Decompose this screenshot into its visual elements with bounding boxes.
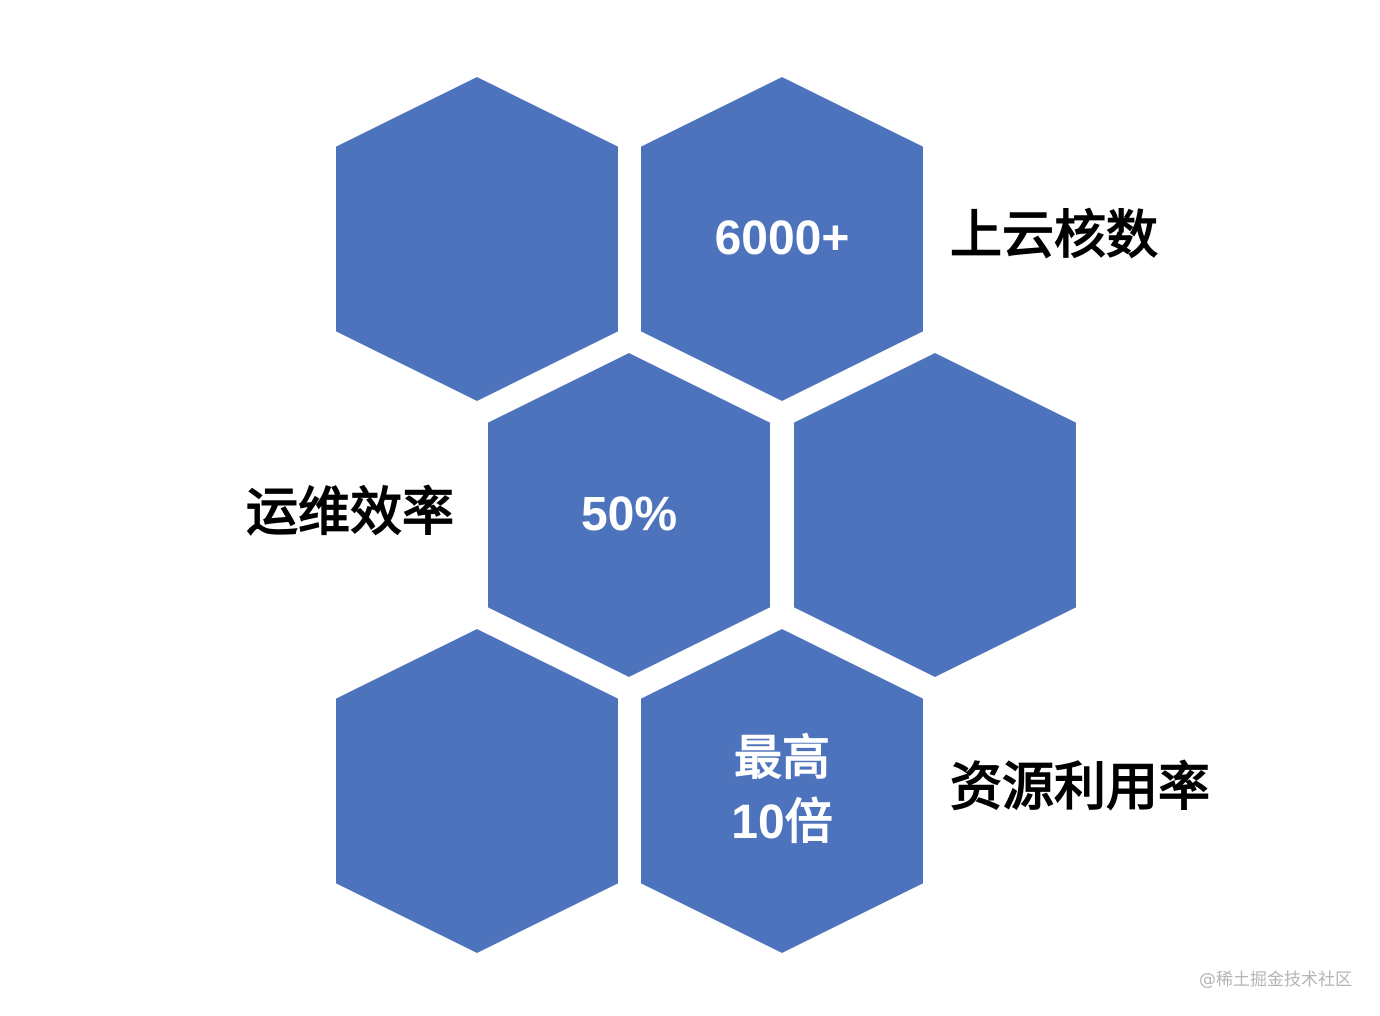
cloud-cores-label: 上云核数: [950, 206, 1159, 266]
hexagon-top-right: 6000+: [641, 77, 923, 401]
resource-utilization-label: 资源利用率: [950, 758, 1211, 818]
hexagon-middle-right: [794, 353, 1076, 677]
cloud-cores-value: 6000+: [714, 212, 850, 265]
watermark: @稀土掘金技术社区: [1199, 970, 1352, 990]
hexagon-middle-left: 50%: [488, 353, 770, 677]
resource-utilization-value-line2: 10倍: [731, 796, 833, 849]
ops-efficiency-label: 运维效率: [246, 483, 455, 543]
resource-utilization-value-line1: 最高: [733, 732, 830, 785]
hexagon-bottom-right: 最高 10倍: [641, 629, 923, 953]
ops-efficiency-value: 50%: [580, 488, 678, 541]
hexagon-top-left: [336, 77, 618, 401]
hexagon-bottom-left: [336, 629, 618, 953]
